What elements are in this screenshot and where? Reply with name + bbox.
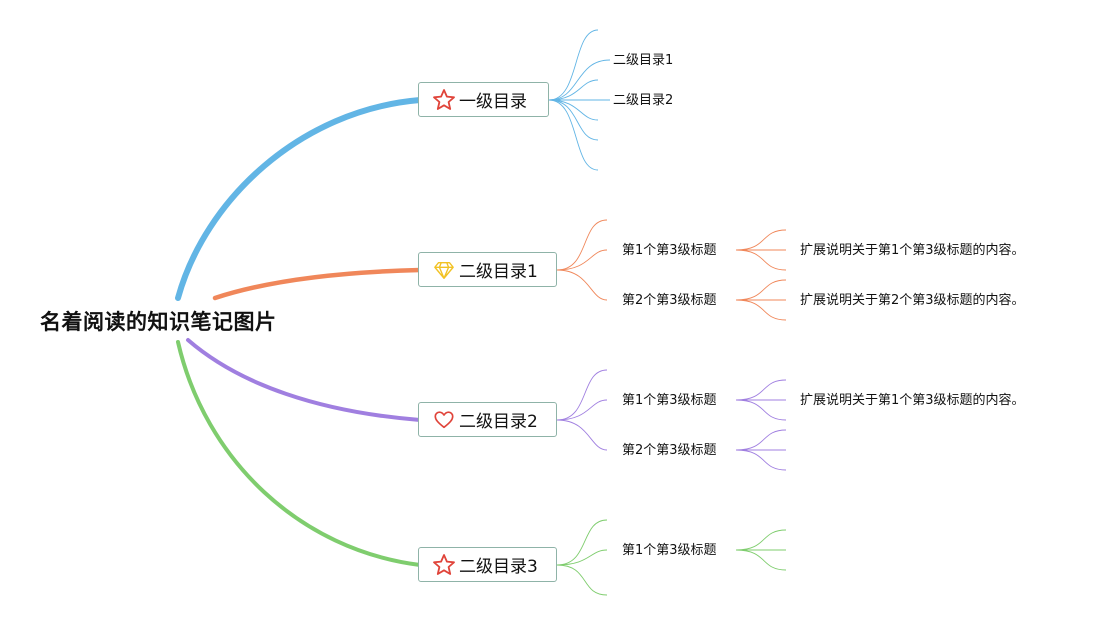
branch-line-orange (212, 267, 423, 301)
topic-label: 二级目录2 (459, 412, 538, 432)
fan-blue (548, 29, 611, 171)
branch-line-green (176, 340, 422, 567)
detail-note[interactable]: 扩展说明关于第2个第3级标题的内容。 (800, 293, 1025, 308)
subtopic-level2[interactable]: 第1个第3级标题 (622, 393, 717, 408)
topic-node-level1[interactable]: 二级目录2 (418, 402, 557, 437)
detail-note[interactable]: 扩展说明关于第1个第3级标题的内容。 (800, 243, 1025, 258)
branch-line-blue (175, 97, 423, 301)
topic-label: 二级目录3 (459, 557, 538, 577)
topic-node-level1[interactable]: 二级目录1 (418, 252, 557, 287)
fan-orange (556, 219, 787, 321)
branch-line-purple (186, 338, 422, 422)
subtopic-level2[interactable]: 第2个第3级标题 (622, 443, 717, 458)
topic-label: 一级目录 (459, 92, 527, 112)
diamond-icon (431, 257, 457, 283)
fan-purple (556, 369, 787, 471)
topic-node-level1[interactable]: 二级目录3 (418, 547, 557, 582)
star-icon (431, 552, 457, 578)
topic-label: 二级目录1 (459, 262, 538, 282)
detail-note[interactable]: 扩展说明关于第1个第3级标题的内容。 (800, 393, 1025, 408)
heart-icon (431, 407, 457, 433)
fan-green (556, 519, 787, 596)
star-icon (431, 87, 457, 113)
subtopic-level2[interactable]: 二级目录1 (613, 53, 674, 68)
subtopic-level2[interactable]: 第1个第3级标题 (622, 243, 717, 258)
subtopic-level2[interactable]: 第1个第3级标题 (622, 543, 717, 558)
topic-node-level1[interactable]: 一级目录 (418, 82, 549, 117)
root-topic[interactable]: 名着阅读的知识笔记图片 (40, 310, 277, 334)
subtopic-level2[interactable]: 第2个第3级标题 (622, 293, 717, 308)
subtopic-level2[interactable]: 二级目录2 (613, 93, 674, 108)
